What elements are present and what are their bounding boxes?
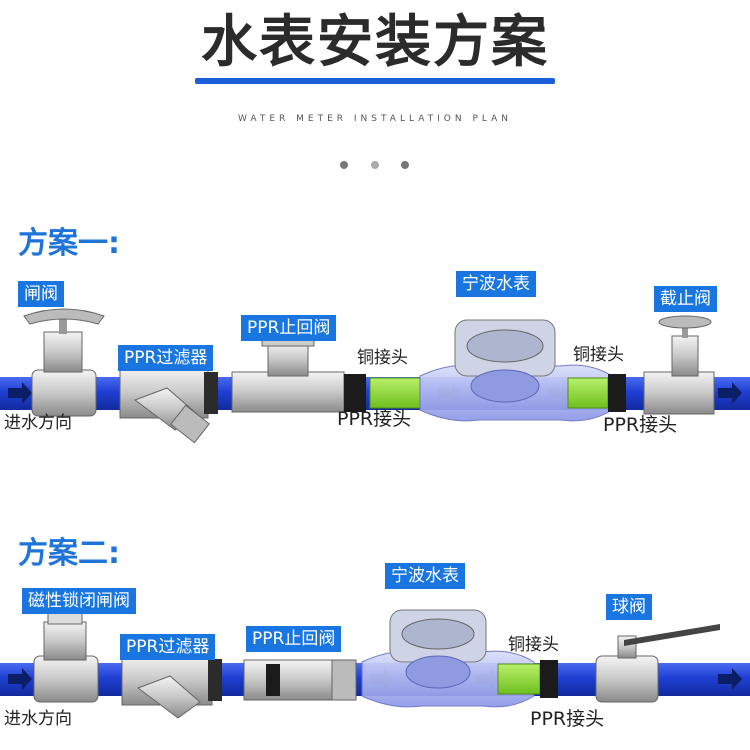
page-title: 水表安装方案 [201,10,549,75]
scheme1-copper-joint-right-label: 铜接头 [573,345,624,365]
scheme1-check-valve-drawing [231,337,366,413]
scheme1-copper-joint-left-label: 铜接头 [357,348,408,368]
scheme1-stop-valve-label: 截止阀 [654,286,717,312]
scheme2-filter-label: PPR过滤器 [120,634,216,660]
scheme1-heading: 方案一: [18,226,120,261]
page-subtitle: WATER METER INSTALLATION PLAN [237,114,513,124]
scheme2-gate-valve-drawing [33,611,99,703]
scheme2-flow-direction-label: 进水方向 [4,709,72,729]
pager-dot-1 [340,161,348,169]
scheme1-meter-drawing [369,319,626,422]
scheme2-magnetic-gate-valve-label: 磁性锁闭闸阀 [22,588,136,614]
scheme2-check-valve-label: PPR止回阀 [246,626,342,652]
scheme2-meter-label: 宁波水表 [385,563,465,589]
scheme2-check-valve-drawing [243,659,357,701]
scheme1-filter-drawing [119,367,218,444]
scheme1-gate-valve-label: 闸阀 [18,281,64,307]
scheme1-ppr-joint-right-label: PPR接头 [603,414,678,436]
pager-dot-3 [401,161,409,169]
scheme1-flow-direction-label: 进水方向 [4,413,72,433]
scheme2-copper-joint-label: 铜接头 [508,635,559,655]
scheme1-gate-valve-drawing [23,308,105,417]
scheme2-meter-drawing [361,609,558,708]
scheme1-meter-label: 宁波水表 [456,271,536,297]
title-underline [195,78,555,84]
scheme1-ppr-joint-left-label: PPR接头 [337,408,412,430]
scheme2-ball-valve-label: 球阀 [606,594,652,620]
scheme1-filter-label: PPR过滤器 [118,345,214,371]
scheme2-heading: 方案二: [18,536,120,571]
scheme2-filter-drawing [121,654,222,719]
scheme1-stop-valve-drawing [643,315,715,415]
scheme1-check-valve-label: PPR止回阀 [241,315,337,341]
scheme2-ppr-joint-label: PPR接头 [530,708,605,730]
pager-dot-2 [371,161,379,169]
scheme2-ball-valve-drawing [595,624,720,703]
